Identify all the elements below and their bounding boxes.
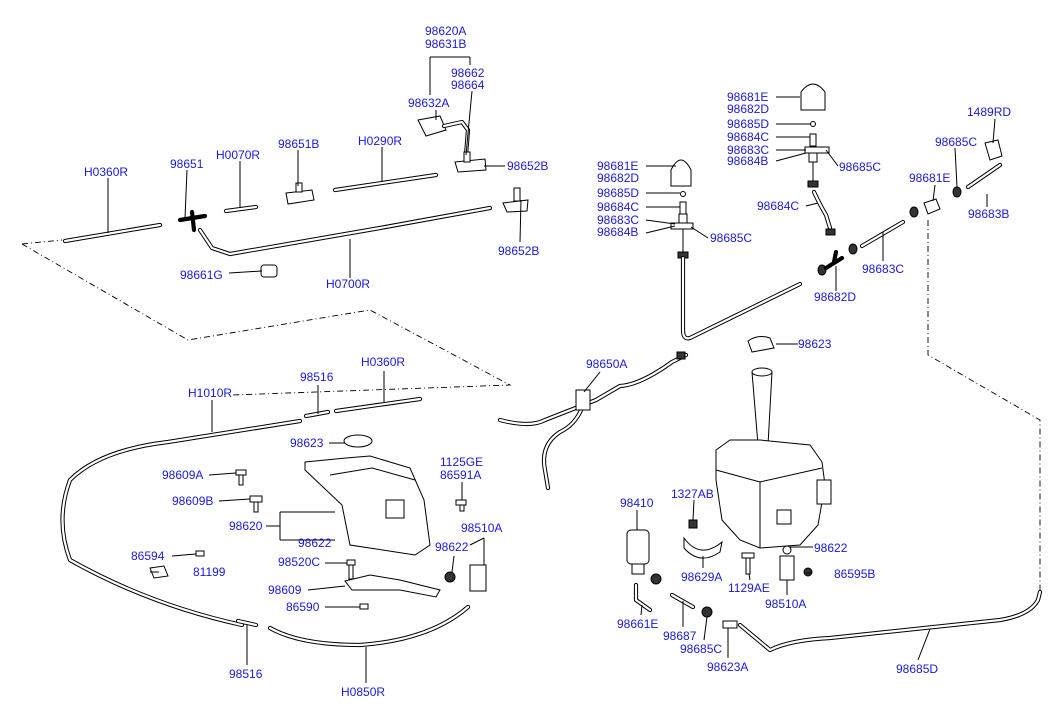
part-label-98651: 98651 [170, 157, 204, 171]
part-label-H0850R: H0850R [341, 685, 385, 699]
part-label-98685D-low: 98685D [896, 662, 938, 676]
part-label-98631B: 98631B [425, 37, 466, 51]
part-label-98516-low: 98516 [229, 667, 263, 681]
part-label-H0070R: H0070R [216, 148, 260, 162]
part-label-98685C-low: 98685C [680, 642, 722, 656]
part-label-98683B: 98683B [968, 207, 1009, 221]
part-label-1327AB: 1327AB [671, 487, 714, 501]
part-label-98510A-left: 98510A [461, 521, 502, 535]
part-label-98650A: 98650A [586, 357, 627, 371]
rear-connector-group [817, 118, 1003, 291]
part-label-H0290R: H0290R [358, 134, 402, 148]
part-label-98609A: 98609A [162, 468, 203, 482]
part-label-98651B: 98651B [278, 137, 319, 151]
part-label-86590: 86590 [286, 600, 320, 614]
part-label-98682D-right: 98682D [727, 102, 769, 116]
part-label-98609: 98609 [268, 583, 302, 597]
part-label-98510A-right: 98510A [765, 597, 806, 611]
leader-lines-left-reservoir [150, 371, 485, 683]
leader-lines-right-reservoir [636, 499, 931, 661]
part-label-98685C-rear: 98685C [935, 135, 977, 149]
part-label-98683C-rear: 98683C [862, 262, 904, 276]
part-label-98681E-right: 98681E [727, 90, 768, 104]
part-label-98629A: 98629A [681, 570, 722, 584]
part-label-86595B: 86595B [834, 567, 875, 581]
part-label-98664: 98664 [451, 78, 485, 92]
part-label-98685D-left: 98685D [597, 186, 639, 200]
part-label-98410: 98410 [620, 496, 654, 510]
part-label-98516-top: 98516 [300, 370, 334, 384]
part-label-98620: 98620 [229, 519, 263, 533]
part-label-98685C-left: 98685C [710, 231, 752, 245]
part-label-98623-mid: 98623 [290, 436, 324, 450]
part-label-98687: 98687 [663, 629, 697, 643]
part-label-98622-mid: 98622 [435, 540, 469, 554]
part-label-98661G: 98661G [180, 268, 223, 282]
part-label-86594: 86594 [131, 549, 165, 563]
part-label-98622-right: 98622 [814, 541, 848, 555]
washer-reservoir-right [626, 336, 1043, 653]
part-label-98520C: 98520C [278, 555, 320, 569]
part-label-98623-top: 98623 [798, 337, 832, 351]
part-label-98652B-low: 98652B [498, 244, 539, 258]
phantom-boundary-lines [21, 220, 1041, 590]
part-label-98683C-left: 98683C [597, 213, 639, 227]
part-label-98683C-right: 98683C [727, 143, 769, 157]
part-label-98685D-right: 98685D [727, 117, 769, 131]
part-label-98682D-rear: 98682D [814, 290, 856, 304]
part-label-98684C-hose: 98684C [757, 199, 799, 213]
part-label-86591A: 86591A [440, 468, 481, 482]
part-label-1129AE: 1129AE [728, 581, 770, 595]
part-label-98684B-left: 98684B [597, 225, 638, 239]
leader-lines-center-top [645, 96, 839, 239]
nozzle-set-left [670, 159, 694, 259]
part-label-81199: 81199 [193, 565, 226, 579]
leader-lines-top-left [107, 56, 522, 278]
part-label-98681E-rear: 98681E [909, 171, 950, 185]
part-label-98632A: 98632A [408, 96, 449, 110]
part-labels: 98620A 98631B 98662 98664 98632A 98652B … [84, 24, 1011, 699]
part-label-98620A: 98620A [425, 24, 466, 38]
part-label-98661E: 98661E [617, 617, 658, 631]
part-label-98623A: 98623A [707, 660, 748, 674]
part-label-98684C-left: 98684C [597, 200, 639, 214]
part-label-H0360R-top: H0360R [84, 165, 128, 179]
washer-reservoir-left [60, 396, 487, 648]
part-label-98684C-right: 98684C [727, 130, 769, 144]
part-label-98609B: 98609B [172, 494, 213, 508]
part-label-1125GE: 1125GE [440, 455, 483, 469]
washer-hose-98650A [497, 255, 803, 491]
part-label-98681E-left: 98681E [597, 159, 638, 173]
nozzle-set-right [800, 83, 836, 236]
part-label-98652B-top: 98652B [507, 159, 548, 173]
part-label-98662: 98662 [451, 66, 485, 80]
part-label-98685C-right: 98685C [839, 160, 881, 174]
part-label-98682D-left: 98682D [597, 171, 639, 185]
part-label-98684B-right: 98684B [727, 154, 768, 168]
part-label-H0700R: H0700R [326, 277, 370, 291]
part-label-H1010R: H1010R [188, 386, 232, 400]
part-label-1489RD: 1489RD [967, 105, 1011, 119]
part-label-98622-left: 98622 [298, 536, 332, 550]
part-label-H0360R-mid: H0360R [361, 355, 405, 369]
